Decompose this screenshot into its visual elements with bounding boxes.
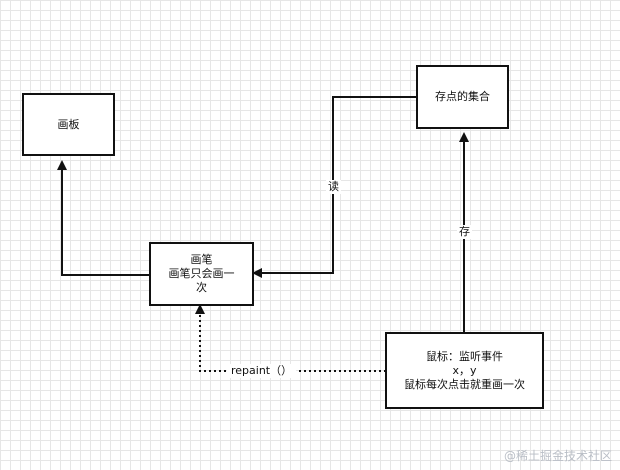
edge-label-repaint: repaint（） [227, 364, 297, 378]
node-brush-line-1: 画笔 [190, 253, 213, 266]
edge-brush-to-board [57, 160, 150, 276]
node-mouse-line-2: x，y [452, 363, 477, 377]
node-mouse: 鼠标：监听事件 x，y 鼠标每次点击就重画一次 [385, 332, 544, 409]
node-mouse-line-3: 鼠标每次点击就重画一次 [404, 377, 525, 391]
node-board-label: 画板 [57, 117, 80, 131]
node-brush-line-2: 画笔只会画一 [168, 267, 235, 280]
edge-mouse-to-brush-repaint [195, 304, 386, 372]
edge-label-store: 存 [457, 225, 472, 239]
node-board: 画板 [22, 93, 115, 156]
node-mouse-line-1: 鼠标：监听事件 [426, 349, 503, 363]
node-point-set: 存点的集合 [416, 65, 509, 129]
node-point-set-label: 存点的集合 [435, 90, 490, 103]
node-brush-line-3: 次 [196, 281, 207, 294]
node-brush: 画笔 画笔只会画一 次 [149, 242, 254, 306]
edge-label-read: 读 [326, 180, 341, 194]
watermark: @稀土掘金技术社区 [503, 449, 612, 463]
